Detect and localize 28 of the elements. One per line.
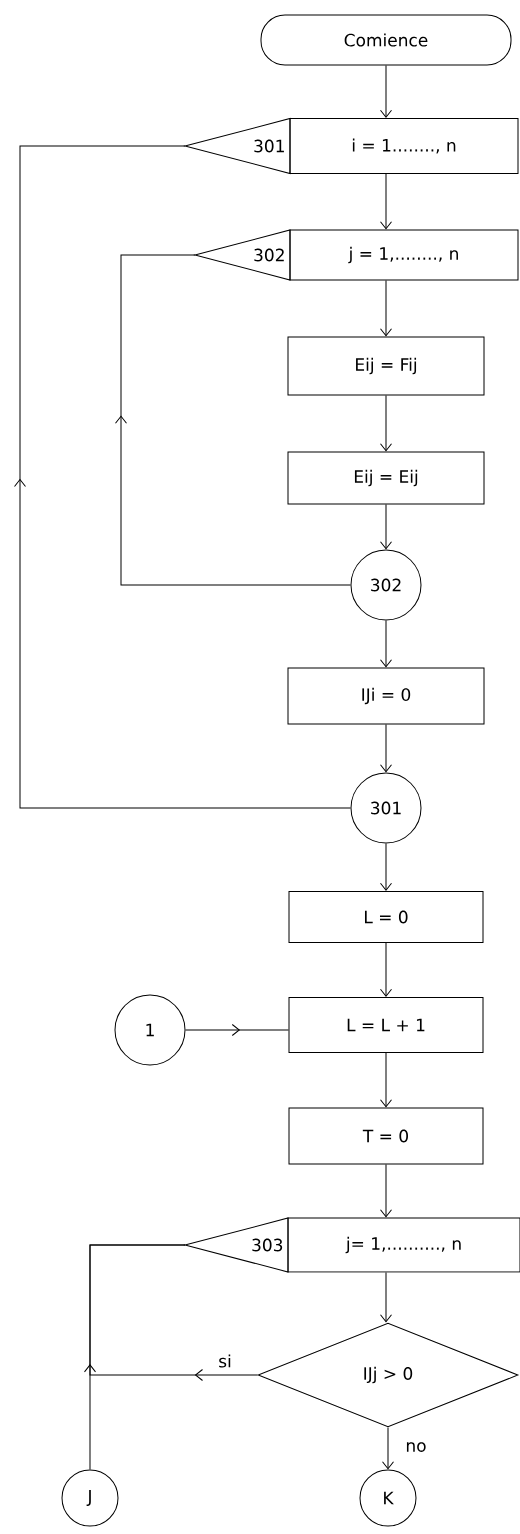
loop-box: 303 j= 1,.........., n xyxy=(184,1217,520,1273)
arrow xyxy=(380,65,392,118)
arrow xyxy=(380,1272,392,1323)
arrow xyxy=(380,724,392,773)
edge-label: no xyxy=(404,1441,428,1453)
arrow xyxy=(380,280,392,337)
arrow xyxy=(380,1164,392,1218)
process-box: L = L + 1 xyxy=(288,997,484,1053)
arrow xyxy=(380,173,392,230)
loop-box: 302 j = 1,........, n xyxy=(194,229,519,281)
node-label: 302 xyxy=(254,248,284,262)
terminal-box: Comience xyxy=(260,14,512,66)
process-box: IJi = 0 xyxy=(287,667,485,725)
arrow xyxy=(380,620,392,668)
process-box: T = 0 xyxy=(288,1107,484,1165)
node-label: 303 xyxy=(252,1238,283,1252)
process-box: Eij = Fij xyxy=(287,336,485,396)
process-box: L = 0 xyxy=(288,891,484,943)
edge-label: si xyxy=(217,1353,233,1369)
arrow xyxy=(380,942,392,997)
arrow xyxy=(380,1052,392,1108)
arrow xyxy=(380,395,392,452)
arrow xyxy=(380,504,392,550)
process-box: Eij = Eij xyxy=(287,451,485,505)
arrow xyxy=(382,1427,394,1470)
node-label: 301 xyxy=(254,139,284,153)
arrow xyxy=(380,843,392,891)
loop-box: 301 i = 1........, n xyxy=(184,118,519,174)
